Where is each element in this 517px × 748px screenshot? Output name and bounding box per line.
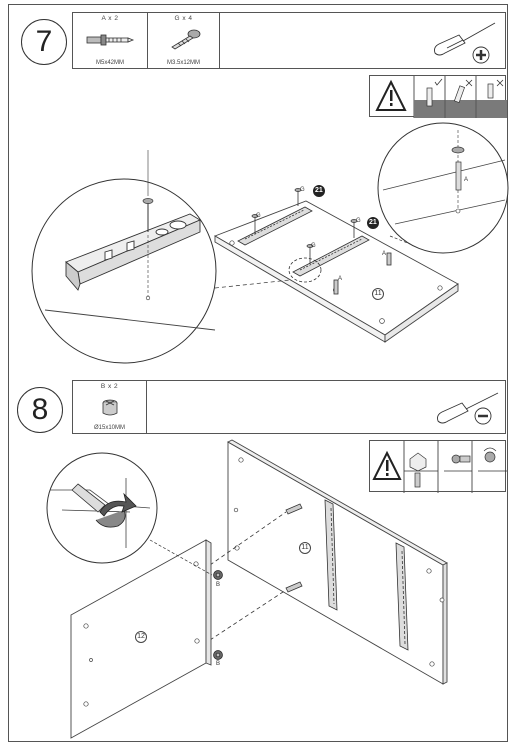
cam-locks-b	[213, 570, 223, 660]
callout-screw-g: G	[256, 213, 261, 219]
zoom-circle-cam-rotation	[46, 452, 158, 564]
part-qty: B x 2	[100, 383, 119, 390]
part-size: M5x42MM	[95, 60, 124, 66]
part-cell-g: G x 4 M3.5x12MM	[148, 13, 220, 68]
part-qty: A x 2	[101, 15, 119, 22]
callout-cam-b: B	[216, 661, 221, 667]
vertical-drawer-rails	[324, 499, 409, 651]
cam-lock-icon	[102, 399, 118, 416]
warning-panel-step8	[369, 440, 507, 493]
screws-g	[251, 188, 358, 264]
step7-assembly-illustration	[31, 122, 509, 364]
flathead-screwdriver-minus-icon	[437, 392, 499, 425]
zoom-circle-bolt-detail	[377, 122, 509, 254]
wood-screw-icon	[171, 29, 201, 50]
cam-bolt-icon	[86, 34, 135, 46]
page-frame	[8, 4, 508, 742]
parts-panel-step8: B x 2 Ø15x10MM	[72, 380, 506, 434]
callout-bolt-a: A	[338, 276, 343, 282]
callout-part-21: 21	[315, 187, 323, 194]
panel-11-vertical	[227, 439, 448, 685]
zoom-circle-rail-detail	[31, 150, 217, 364]
callout-panel-11: 11	[299, 542, 311, 554]
drawer-rails	[237, 206, 370, 277]
warning-icon	[372, 441, 473, 493]
step-number-8: 8	[17, 387, 63, 433]
bolts-a	[333, 252, 392, 295]
part-21-badge	[313, 185, 379, 229]
callout-screw-g: G	[300, 187, 305, 193]
panel-11	[213, 200, 459, 343]
step-number-text: 8	[31, 393, 49, 426]
callout-cam-b: B	[216, 582, 221, 588]
callout-screw-g: G	[311, 243, 316, 249]
part-cell-a: A x 2 M5x42MM	[73, 13, 148, 68]
callout-screw-g: G	[356, 218, 361, 224]
phillips-screwdriver-plus-icon	[434, 22, 496, 64]
cam-lock-orientation-icon	[404, 447, 507, 488]
callout-panel-11: 11	[372, 288, 384, 300]
part-cell-b: B x 2 Ø15x10MM	[73, 381, 147, 433]
callout-panel-12: 12	[135, 631, 147, 643]
part-size: Ø15x10MM	[93, 425, 125, 431]
warning-panel-step7	[369, 75, 507, 118]
step-number-7: 7	[21, 19, 67, 65]
callout-bolt-a: A	[464, 177, 469, 183]
correct-incorrect-depth-icon	[414, 76, 507, 118]
step-number-text: 7	[35, 25, 53, 58]
part-qty: G x 4	[174, 15, 193, 22]
part-size: M3.5x12MM	[166, 60, 200, 66]
callout-part-21: 21	[369, 219, 377, 226]
parts-panel-step7: A x 2 M5x42MM G x 4 M3.5x12MM	[72, 12, 506, 69]
callout-bolt-a: A	[382, 251, 387, 257]
